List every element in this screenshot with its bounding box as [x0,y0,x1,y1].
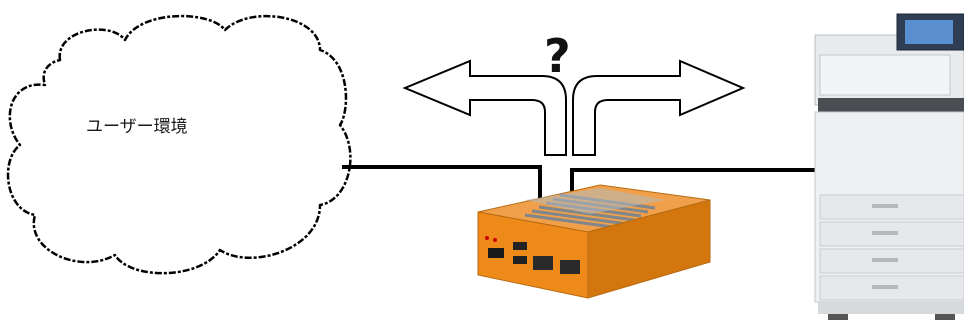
cloud-label: ユーザー環境 [86,117,188,137]
hdmi-port [488,248,504,258]
usb-port-1 [513,242,527,250]
status-led [485,236,489,240]
usb-port-2 [513,256,527,264]
question-mark: ? [544,29,571,83]
split-arrow-icon [402,59,746,156]
ethernet-port-2 [560,260,580,274]
ethernet-port-1 [533,256,553,270]
status-led [493,238,497,242]
multifunction-printer-icon [814,13,964,320]
mini-pc-icon [477,184,711,299]
cloud-icon: ユーザー環境 [6,14,352,275]
printer-touch-screen [905,20,953,44]
